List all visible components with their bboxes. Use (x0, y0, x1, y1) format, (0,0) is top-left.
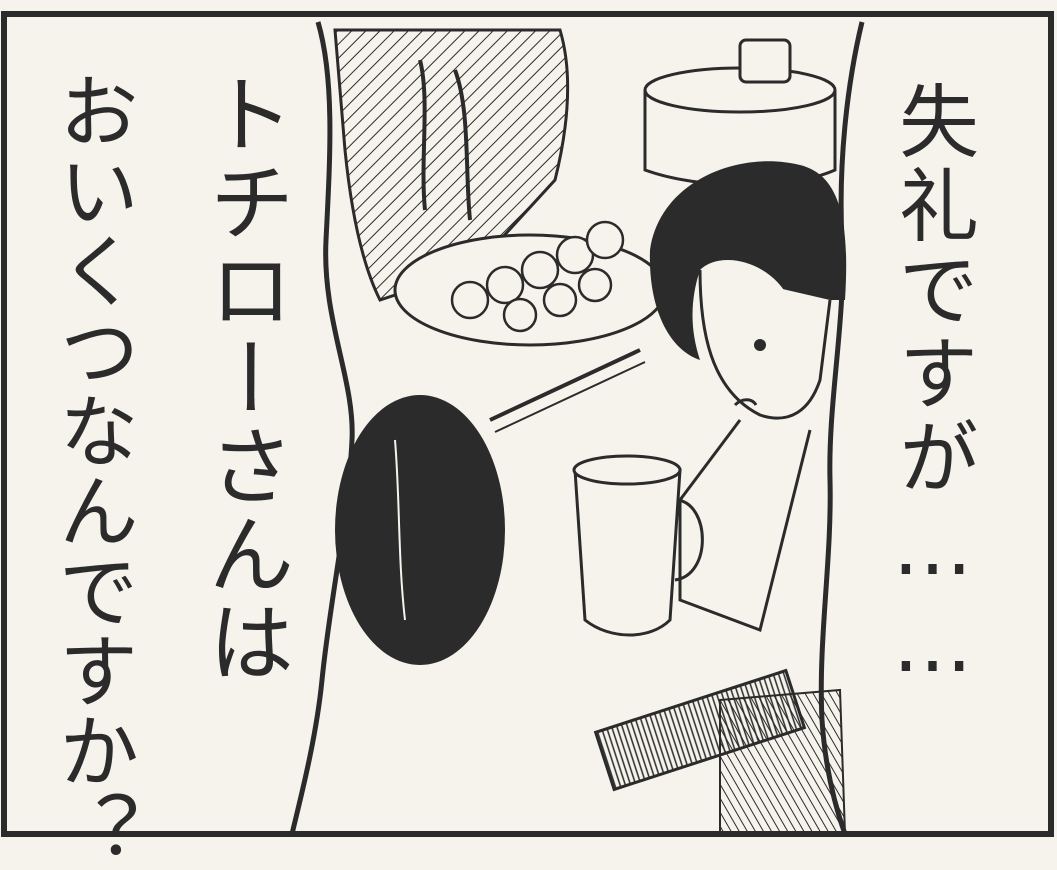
character-body (678, 419, 812, 632)
panel-artwork (1, 11, 1054, 837)
shadow-hatching (719, 688, 847, 835)
left-bubble-edge (289, 21, 355, 835)
character-mouth (733, 398, 758, 407)
speech-right: 失礼ですが…… (886, 80, 979, 694)
manga-panel: 失礼ですが…… トチローさんは おいくつなんですか？ (1, 11, 1054, 870)
speech-left-line1: トチローさんは (193, 70, 293, 686)
dumplings (450, 220, 625, 333)
panel-border (1, 11, 1054, 837)
mug (573, 468, 682, 637)
character-eye (754, 339, 766, 351)
character-hair (649, 161, 847, 360)
speech-left-line2: おいくつなんですか？ (46, 70, 139, 870)
foreground-head (335, 395, 505, 665)
